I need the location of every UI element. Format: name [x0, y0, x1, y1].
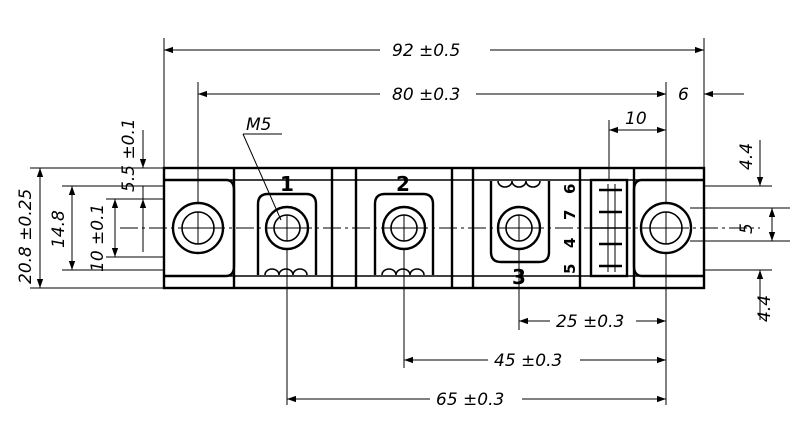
dimension-lines — [30, 38, 790, 405]
dim-spacing-45: 45 ±0.3 — [494, 351, 562, 371]
dim-spacing-65: 65 ±0.3 — [436, 390, 504, 410]
dim-spacing-25: 25 ±0.3 — [556, 312, 624, 332]
aux-pin-label-6: 6 — [561, 184, 579, 194]
dim-height-center: 10 ±0.1 — [88, 204, 108, 272]
dim-aux-width: 10 — [625, 109, 647, 129]
aux-pin-label-5: 5 — [561, 264, 579, 274]
dim-top-offset: 5.5 ±0.1 — [119, 118, 139, 192]
dim-height-inner: 14.8 — [49, 210, 69, 248]
terminal-label-1: 1 — [280, 172, 294, 196]
dim-overall-length: 92 ±0.5 — [392, 41, 460, 61]
aux-pin-label-4: 4 — [561, 238, 579, 248]
dim-thread: M5 — [246, 115, 271, 135]
terminal-2 — [373, 192, 435, 276]
terminal-label-2: 2 — [396, 172, 410, 196]
aux-pin-block — [589, 178, 629, 278]
dim-overall-height: 20.8 ±0.25 — [16, 189, 36, 284]
dim-right-top: 4.4 — [737, 143, 757, 170]
aux-pin-label-7: 7 — [561, 210, 579, 220]
terminal-3 — [489, 180, 551, 264]
dim-end-offset: 6 — [678, 85, 689, 105]
terminal-1 — [256, 192, 318, 276]
terminal-label-3: 3 — [512, 265, 526, 289]
dim-right-mid: 5 — [737, 223, 757, 234]
dim-mount-hole-spacing: 80 ±0.3 — [392, 85, 460, 105]
dim-right-bottom: 4.4 — [755, 295, 775, 322]
